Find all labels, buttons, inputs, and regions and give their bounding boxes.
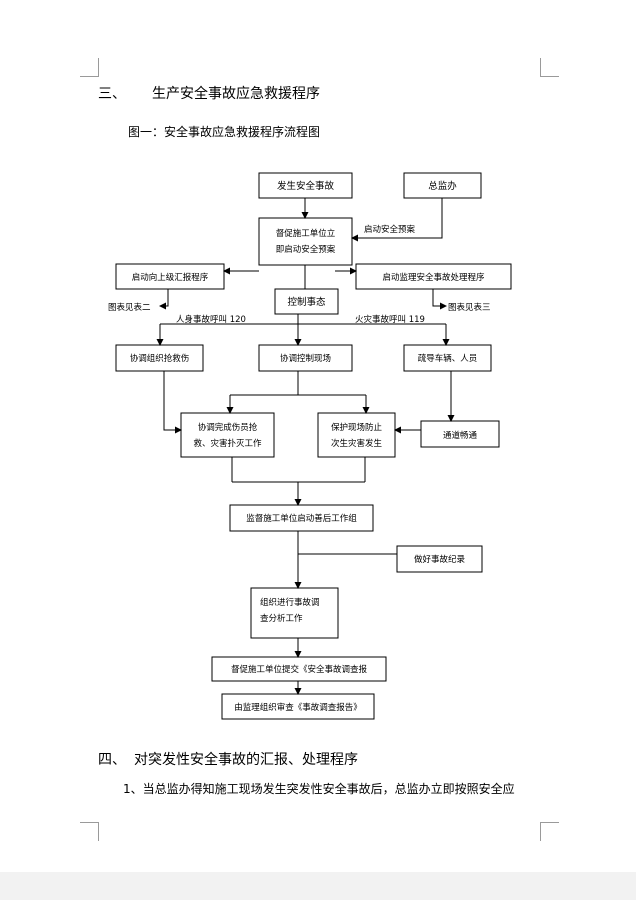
label-call-120: 人身事故呼叫 120 <box>176 314 246 325</box>
box-review-report <box>221 693 375 720</box>
section-3-heading: 三、 生产安全事故应急救援程序 <box>98 83 320 103</box>
label-aftermath: 监督施工单位启动善后工作组 <box>246 513 357 524</box>
label-urge-line1: 督促施工单位立 <box>276 228 336 239</box>
box-aftermath <box>229 504 374 532</box>
label-protect-line2: 次生灾害发生 <box>331 438 383 449</box>
box-clear-road <box>420 420 500 448</box>
label-start-plan: 启动安全预案 <box>364 224 416 235</box>
box-supervision-office <box>403 172 482 199</box>
section-3-number: 三、 <box>98 86 126 102</box>
label-accident: 发生安全事故 <box>277 180 335 192</box>
label-complete-line1: 协调完成伤员抢 <box>198 422 258 433</box>
label-submit-report: 督促施工单位提交《安全事故调查报 <box>231 664 368 675</box>
box-investigate <box>250 587 339 639</box>
box-protect-site <box>317 412 396 458</box>
label-urge-line2: 即启动安全预案 <box>276 244 336 255</box>
label-complete-line2: 救、灾害扑灭工作 <box>193 438 262 449</box>
emergency-rescue-flowchart: 发生安全事故 总监办 督促施工单位立 即启动安全预案 启动安全预案 启动向上级汇… <box>108 172 512 720</box>
margin-corner-top-left <box>80 58 99 77</box>
box-record <box>396 545 483 573</box>
label-supervision-procedure: 启动监理安全事故处理程序 <box>382 272 485 283</box>
label-clear-road: 通道畅通 <box>443 430 478 441</box>
margin-corner-bottom-left <box>80 822 99 841</box>
arrow-office-to-urge <box>351 198 443 242</box>
box-complete-rescue <box>180 412 275 458</box>
arrow-procedure-to-table3 <box>432 289 447 310</box>
label-evacuate: 疏导车辆、人员 <box>418 353 478 364</box>
label-table3: 图表见表三 <box>448 302 491 313</box>
label-site-control: 协调控制现场 <box>280 353 331 364</box>
label-protect-line1: 保护现场防止 <box>331 422 383 433</box>
paragraph-1: 1、当总监办得知施工现场发生突发性安全事故后，总监办立即按照安全应 <box>123 782 515 796</box>
label-report-up: 启动向上级汇报程序 <box>132 272 209 283</box>
label-investigate-line2: 查分析工作 <box>260 613 303 624</box>
box-site-control <box>258 344 353 372</box>
label-table2: 图表见表二 <box>108 302 151 313</box>
box-evacuate <box>403 344 492 372</box>
box-report-up <box>115 263 225 290</box>
label-investigate-line1: 组织进行事故调 <box>260 597 320 608</box>
arrow-report-up-to-table2 <box>159 289 169 310</box>
label-record: 做好事故纪录 <box>414 554 466 565</box>
margin-corner-top-right <box>540 58 559 77</box>
margin-corner-bottom-right <box>540 822 559 841</box>
section-3-title: 生产安全事故应急救援程序 <box>152 86 320 102</box>
box-control <box>274 288 339 315</box>
box-accident <box>258 172 353 199</box>
box-supervision-procedure <box>355 263 512 290</box>
label-control: 控制事态 <box>287 296 326 308</box>
box-submit-report <box>211 656 387 682</box>
box-urge-start-plan <box>258 217 353 266</box>
page-gap <box>0 872 636 900</box>
section-4-number: 四、 <box>98 752 126 768</box>
label-review-report: 由监理组织审查《事故调查报告》 <box>234 702 362 713</box>
label-rescue: 协调组织抢救伤 <box>130 353 190 364</box>
section-4-title: 对突发性安全事故的汇报、处理程序 <box>134 752 358 768</box>
label-call-119: 火灾事故呼叫 119 <box>355 314 425 325</box>
figure-caption: 图一：安全事故应急救援程序流程图 <box>128 125 321 139</box>
section-4-heading: 四、对突发性安全事故的汇报、处理程序 <box>98 749 358 769</box>
label-supervision-office: 总监办 <box>428 180 457 192</box>
arrow-rescue-to-complete <box>163 371 182 434</box>
box-rescue <box>115 344 204 372</box>
